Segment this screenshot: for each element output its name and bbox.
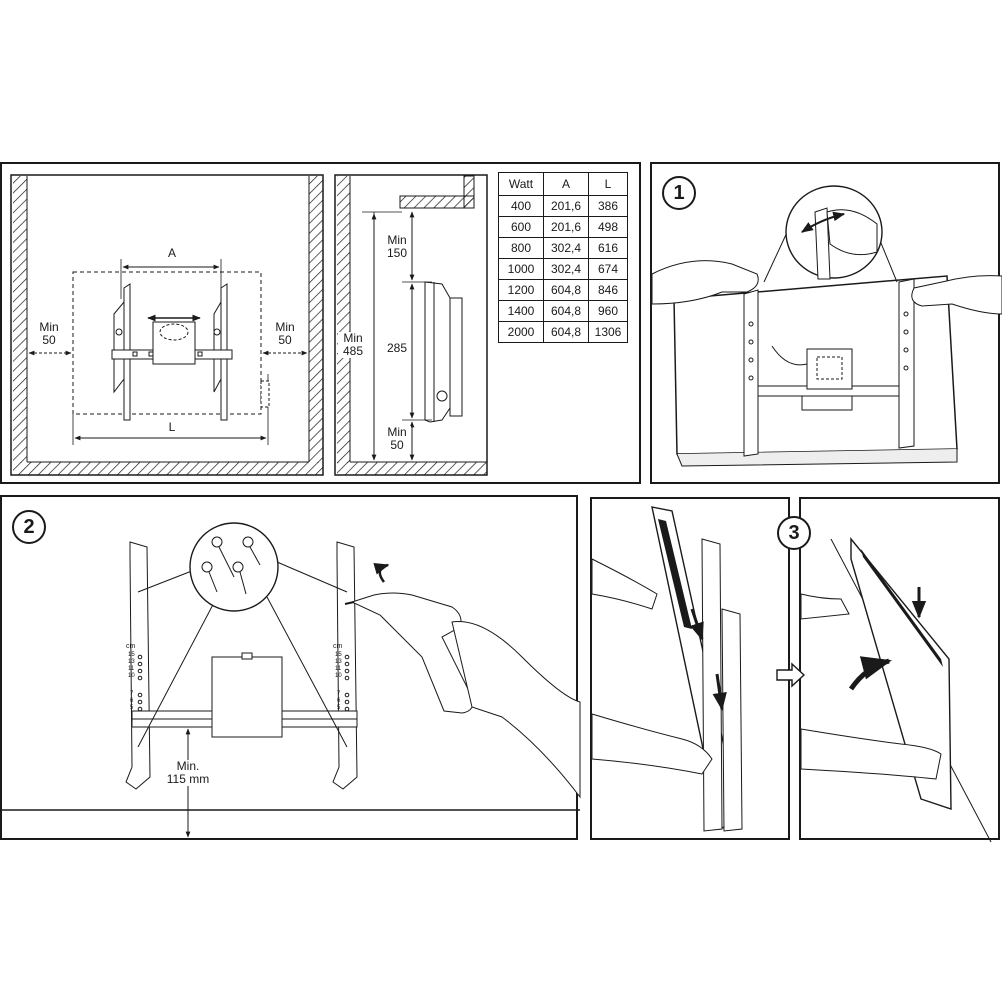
scale-unit-right: cm	[333, 643, 343, 650]
step1-illustration	[651, 185, 1002, 467]
step3a-illustration	[591, 506, 743, 832]
dim-l-label: L	[168, 420, 176, 434]
height-label: 285	[383, 342, 411, 355]
step3a-panel	[590, 497, 790, 840]
push-arrow-icon	[776, 662, 806, 688]
dimension-drawings	[10, 174, 488, 476]
dim-a-label: A	[167, 246, 176, 260]
step-2-badge: 2	[12, 510, 46, 544]
side-view	[334, 174, 488, 476]
step1-panel: 1	[650, 162, 1002, 484]
step-3-badge: 3	[777, 516, 811, 550]
hand-icon	[651, 260, 759, 305]
step2-illustration	[2, 522, 581, 838]
step3b-panel: 3	[777, 497, 1000, 843]
scale-unit-left: cm	[126, 643, 136, 650]
table-header: Watt A L	[498, 172, 628, 196]
step-1-badge: 1	[662, 176, 696, 210]
rotate-arrow-icon	[373, 562, 390, 583]
drill-icon	[350, 592, 474, 714]
screw-icon	[201, 536, 261, 595]
front-view	[10, 174, 324, 476]
clearance-label: Min.115 mm	[154, 760, 222, 786]
step3b-illustration	[800, 537, 992, 843]
